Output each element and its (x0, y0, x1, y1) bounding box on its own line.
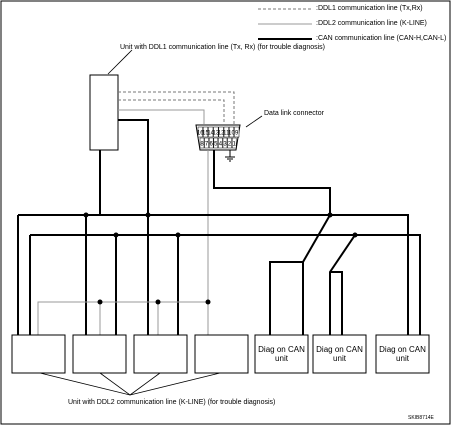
can-unit-label-line1: Diag on CAN (316, 345, 363, 354)
junction-dot (205, 299, 211, 305)
connector-pin (234, 126, 240, 138)
ddl2-label-leader (39, 372, 131, 396)
ddl2-line-to-connector (118, 109, 205, 124)
connector-pin-number: 16 (197, 131, 204, 137)
legend-ddl1-text: :DDL1 communication line (Tx,Rx) (316, 5, 423, 12)
connector-can-line (213, 150, 331, 215)
ddl2-label-leader (129, 372, 221, 396)
connector-pin-number: 12 (218, 131, 225, 137)
connector-pin-number: 6 (210, 142, 214, 148)
junction-dot (83, 212, 89, 218)
connector-leader (245, 115, 263, 128)
connector-pin-number: 4 (219, 142, 223, 148)
junction-dot (175, 232, 181, 238)
connector-pin-number: 8 (200, 142, 204, 148)
junction-dot (327, 212, 333, 218)
figure-code: SKIB8714E (408, 415, 434, 421)
can-unit-label: Diag on CAN unit (313, 345, 366, 363)
ddl1-unit-box (89, 74, 119, 151)
connector-pin-number: 5 (214, 142, 218, 148)
can-unit-box (312, 334, 367, 374)
ddl2-unit-box (11, 334, 66, 374)
connector-pin (208, 137, 214, 149)
ddl2-unit-box (133, 334, 188, 374)
ddl2-label-leader (129, 372, 161, 396)
connector-pin (213, 137, 219, 149)
ddl1-rx-line (118, 99, 225, 124)
connector-pin-number: 3 (223, 142, 227, 148)
connector-pin (223, 126, 229, 138)
connector-pin-number: 7 (205, 142, 209, 148)
can-unit-label-line1: Diag on CAN (379, 345, 426, 354)
can-unit-box (375, 334, 430, 374)
can-l-bus (30, 234, 357, 335)
ddl1-unit-leader (107, 49, 133, 75)
ddl1-unit-can-l (118, 119, 149, 235)
can-unit-box (254, 334, 309, 374)
connector-pin-number: 11 (223, 131, 230, 137)
connector-pin-number: 10 (228, 131, 235, 137)
junction-dot (113, 232, 119, 238)
can-unit2-drop (330, 271, 343, 335)
connector-pin-number: 13 (213, 131, 220, 137)
connector-pin-number: 9 (235, 131, 239, 137)
can-unit-label: Diag on CAN unit (376, 345, 429, 363)
ddl1-tx-line (118, 91, 235, 124)
connector-pin-number: 2 (228, 142, 232, 148)
junction-dot (155, 299, 161, 305)
can-unit-label-line2: unit (275, 354, 288, 363)
can-unit-label-line1: Diag on CAN (258, 345, 305, 354)
connector-pin (202, 126, 209, 138)
connector-pin (222, 137, 228, 149)
connector-pin (218, 126, 224, 138)
legend-ddl2-text: :DDL2 communication line (K-LINE) (316, 20, 427, 27)
connector-pin-number: 1 (233, 142, 237, 148)
connector-pin (204, 137, 209, 149)
ddl2-unit-box (72, 334, 127, 374)
ddl2-unit-box (194, 334, 249, 374)
connector-pin (227, 137, 232, 149)
connector-pin (197, 126, 203, 138)
can-h-bus (18, 214, 332, 335)
connector-pin (218, 137, 223, 149)
connector-pin (208, 126, 214, 138)
can-l-bus-right (355, 234, 421, 335)
connector-pin-number: 15 (202, 131, 209, 137)
connector-pin (228, 126, 235, 138)
connector-pin-number: 14 (207, 131, 214, 137)
can-unit-label-line2: unit (396, 354, 409, 363)
junction-dot (145, 212, 151, 218)
ddl2-kline-bus (37, 301, 208, 335)
connector-pin (231, 137, 237, 149)
can-h-bus-right (330, 214, 409, 335)
legend-can-text: :CAN communication line (CAN-H,CAN-L) (316, 35, 447, 42)
junction-dot (97, 299, 103, 305)
connector-pin (199, 137, 205, 149)
data-link-connector-label: Data link connector (264, 110, 324, 117)
ddl2-units-label: Unit with DDL2 communication line (K-LIN… (68, 399, 276, 406)
ddl2-label-leader (99, 372, 131, 396)
ddl1-unit-label: Unit with DDL1 communication line (Tx, R… (120, 44, 326, 51)
can-unit-label-line2: unit (333, 354, 346, 363)
can-unit-label: Diag on CAN unit (255, 345, 308, 363)
junction-dot (352, 232, 358, 238)
connector-pin (213, 126, 219, 138)
